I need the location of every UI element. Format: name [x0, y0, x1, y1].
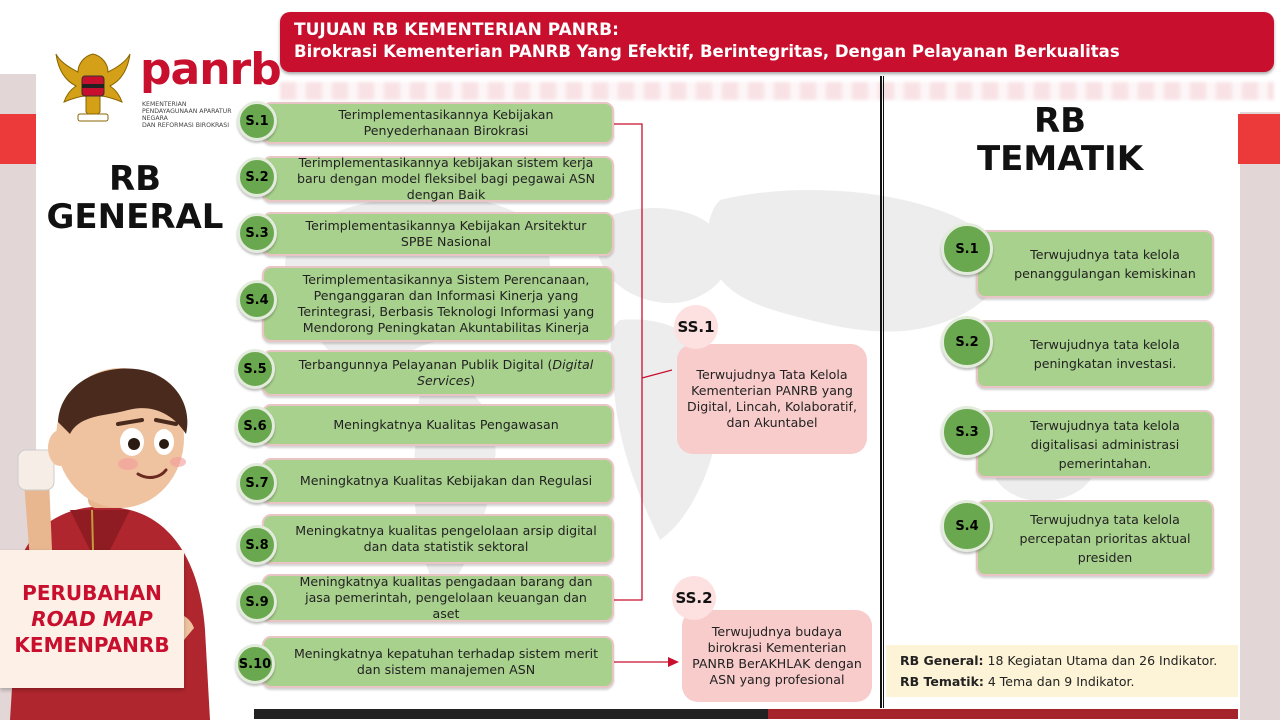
goal-number-badge: S.5: [235, 349, 275, 389]
summary-general-text: 18 Kegiatan Utama dan 26 Indikator.: [983, 653, 1218, 668]
bottom-bar-dark: [254, 709, 768, 719]
ss2-box: Terwujudnya budaya birokrasi Kementerian…: [682, 610, 872, 702]
bottom-bar-red: [768, 709, 1238, 719]
rb-general-heading-line-1: RB: [108, 159, 162, 199]
goal-box: Terimplementasikannya Kebijakan Penyeder…: [262, 102, 614, 144]
brand-subtitle-line-2: PENDAYAGUNAAN APARATUR NEGARA: [142, 108, 232, 122]
tematik-goal-box: Terwujudnya tata kelola peningkatan inve…: [976, 320, 1214, 388]
tematik-goal-text: Terwujudnya tata kelola digitalisasi adm…: [1030, 417, 1180, 471]
goal-number-badge: S.7: [237, 463, 277, 503]
title-banner: TUJUAN RB KEMENTERIAN PANRB: Birokrasi K…: [280, 12, 1274, 72]
ss1-badge: SS.1: [674, 305, 718, 349]
goal-text-italic: Digital Services: [416, 357, 594, 388]
tematik-goal-badge: S.2: [941, 316, 993, 368]
goal-box: Meningkatnya kepatuhan terhadap sistem m…: [262, 636, 614, 688]
tematik-goal-text: Terwujudnya tata kelola penanggulangan k…: [1014, 247, 1196, 281]
goal-text: Terimplementasikannya Kebijakan Penyeder…: [338, 107, 554, 138]
roadmap-line-2: ROAD MAP: [31, 607, 153, 631]
ss1-text: Terwujudnya Tata Kelola Kementerian PANR…: [687, 367, 857, 430]
garuda-emblem-icon: [55, 53, 131, 122]
tematik-goal-box: Terwujudnya tata kelola penanggulangan k…: [976, 230, 1214, 298]
goal-text: Meningkatnya Kualitas Pengawasan: [333, 417, 559, 432]
goal-box: Meningkatnya kualitas pengadaan barang d…: [262, 574, 614, 622]
title-line-1: TUJUAN RB KEMENTERIAN PANRB:: [294, 20, 619, 40]
summary-tematik: RB Tematik: 4 Tema dan 9 Indikator.: [900, 671, 1224, 692]
goal-text: Terbangunnya Pelayanan Publik Digital (D…: [290, 357, 602, 389]
rb-tematik-heading-line-1: RB: [1033, 101, 1087, 141]
summary-general: RB General: 18 Kegiatan Utama dan 26 Ind…: [900, 650, 1224, 671]
title-line-2: Birokrasi Kementerian PANRB Yang Efektif…: [294, 42, 1120, 61]
ss1-box: Terwujudnya Tata Kelola Kementerian PANR…: [677, 344, 867, 454]
goal-number-badge: S.4: [237, 280, 277, 320]
tematik-goal-text: Terwujudnya tata kelola percepatan prior…: [1019, 511, 1191, 565]
goal-text: Meningkatnya kepatuhan terhadap sistem m…: [293, 646, 599, 677]
roadmap-line-1: PERUBAHAN: [22, 581, 162, 605]
tematik-goal-box: Terwujudnya tata kelola digitalisasi adm…: [976, 410, 1214, 478]
brand-subtitle-line-1: KEMENTERIAN: [142, 101, 187, 108]
tematik-goal-badge: S.4: [941, 500, 993, 552]
brand-subtitle: KEMENTERIAN PENDAYAGUNAAN APARATUR NEGAR…: [142, 101, 242, 129]
summary-tematik-label: RB Tematik:: [900, 674, 984, 689]
goal-number-badge: S.3: [237, 213, 277, 253]
rb-tematik-heading: RB TEMATIK: [960, 102, 1160, 178]
goal-text: Meningkatnya Kualitas Kebijakan dan Regu…: [299, 473, 593, 488]
left-edge-red-tab: [0, 114, 36, 164]
goal-box: Terimplementasikannya kebijakan sistem k…: [262, 155, 614, 202]
goal-box: Terimplementasikannya Sistem Perencanaan…: [262, 266, 614, 342]
right-edge-red-tab: [1238, 114, 1280, 164]
roadmap-label: PERUBAHAN ROAD MAP KEMENPANRB: [0, 550, 184, 688]
rb-general-heading: RB GENERAL: [40, 160, 230, 236]
summary-general-label: RB General:: [900, 653, 984, 668]
goal-text: Terimplementasikannya Kebijakan Arsitekt…: [305, 218, 587, 249]
summary-box: RB General: 18 Kegiatan Utama dan 26 Ind…: [886, 645, 1238, 697]
tematik-goal-badge: S.3: [941, 406, 993, 458]
goal-number-badge: S.9: [237, 582, 277, 622]
goal-number-badge: S.10: [235, 644, 275, 684]
goal-box: Meningkatnya Kualitas Kebijakan dan Regu…: [262, 458, 614, 504]
rb-general-heading-line-2: GENERAL: [46, 197, 224, 237]
goal-number-badge: S.8: [237, 525, 277, 565]
goal-number-badge: S.1: [237, 101, 277, 141]
title-reflection: [280, 82, 1274, 100]
brand-logo-text: panrb: [140, 44, 282, 95]
summary-tematik-text: 4 Tema dan 9 Indikator.: [983, 674, 1135, 689]
right-edge-strip: [1240, 112, 1280, 720]
goal-text: Terimplementasikannya Sistem Perencanaan…: [297, 272, 595, 335]
goal-box: Meningkatnya kualitas pengelolaan arsip …: [262, 514, 614, 564]
section-divider: [880, 76, 884, 708]
goal-box: Terbangunnya Pelayanan Publik Digital (D…: [262, 350, 614, 396]
goal-box: Terimplementasikannya Kebijakan Arsitekt…: [262, 212, 614, 256]
goal-text: Meningkatnya kualitas pengadaan barang d…: [299, 574, 593, 621]
ss2-badge: SS.2: [672, 576, 716, 620]
goal-text: Terimplementasikannya kebijakan sistem k…: [296, 155, 595, 202]
goal-text-end: ): [470, 373, 476, 388]
ss2-text: Terwujudnya budaya birokrasi Kementerian…: [692, 624, 862, 687]
tematik-goal-box: Terwujudnya tata kelola percepatan prior…: [976, 500, 1214, 576]
goal-number-badge: S.2: [237, 157, 277, 197]
goal-number-badge: S.6: [235, 406, 275, 446]
goal-box: Meningkatnya Kualitas Pengawasan: [262, 404, 614, 446]
goal-text: Meningkatnya kualitas pengelolaan arsip …: [295, 523, 597, 554]
brand-subtitle-line-3: DAN REFORMASI BIROKRASI: [142, 122, 230, 129]
tematik-goal-text: Terwujudnya tata kelola peningkatan inve…: [1030, 337, 1180, 371]
rb-tematik-heading-line-2: TEMATIK: [976, 139, 1144, 179]
roadmap-line-3: KEMENPANRB: [14, 633, 170, 657]
tematik-goal-badge: S.1: [941, 223, 993, 275]
goal-text-main: Terbangunnya Pelayanan Publik Digital (: [298, 357, 553, 372]
